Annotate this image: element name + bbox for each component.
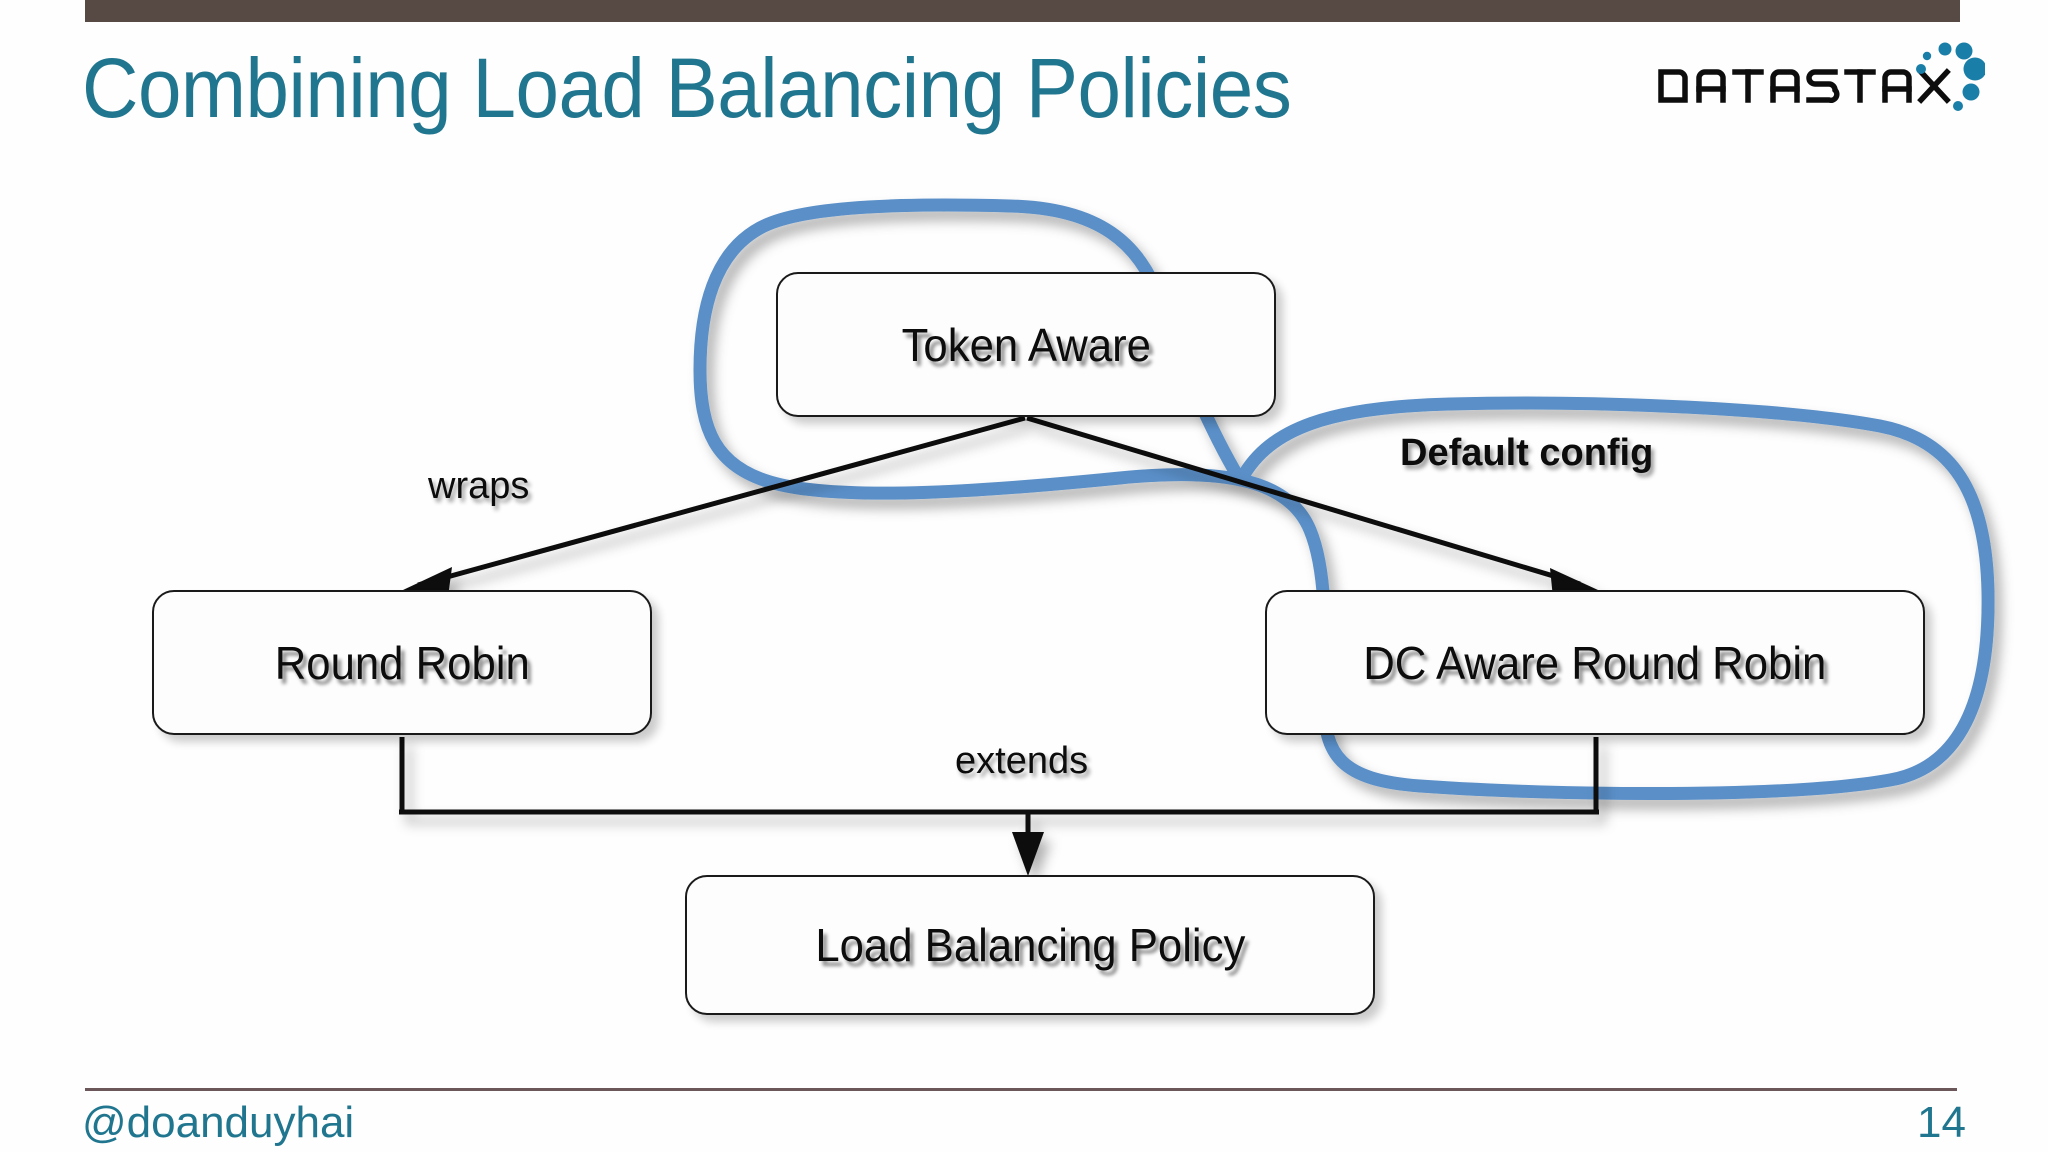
datastax-logo: [1655, 42, 1987, 122]
footer-divider: [85, 1088, 1957, 1091]
node-round-robin[interactable]: Round Robin: [152, 590, 652, 735]
node-round-robin-label: Round Robin: [274, 636, 530, 689]
footer-page-number: 14: [1917, 1098, 1966, 1147]
edge-label-default-config: Default config: [1400, 432, 1654, 474]
node-dc-aware-round-robin[interactable]: DC Aware Round Robin: [1265, 590, 1925, 735]
footer-twitter-handle: @doanduyhai: [82, 1098, 355, 1147]
node-token-aware-label: Token Aware: [901, 318, 1151, 371]
logo-dots: [1916, 42, 1987, 111]
node-load-balancing-policy[interactable]: Load Balancing Policy: [685, 875, 1375, 1015]
edge-label-wraps: wraps: [428, 465, 530, 507]
edge-label-extends: extends: [955, 740, 1089, 782]
node-load-balancing-policy-label: Load Balancing Policy: [814, 919, 1245, 971]
node-token-aware[interactable]: Token Aware: [776, 272, 1276, 417]
datastax-logo-svg: [1658, 42, 1987, 111]
node-dc-aware-round-robin-label: DC Aware Round Robin: [1363, 636, 1827, 689]
page-title: Combining Load Balancing Policies: [82, 41, 1292, 135]
header-bar: [85, 0, 1960, 22]
